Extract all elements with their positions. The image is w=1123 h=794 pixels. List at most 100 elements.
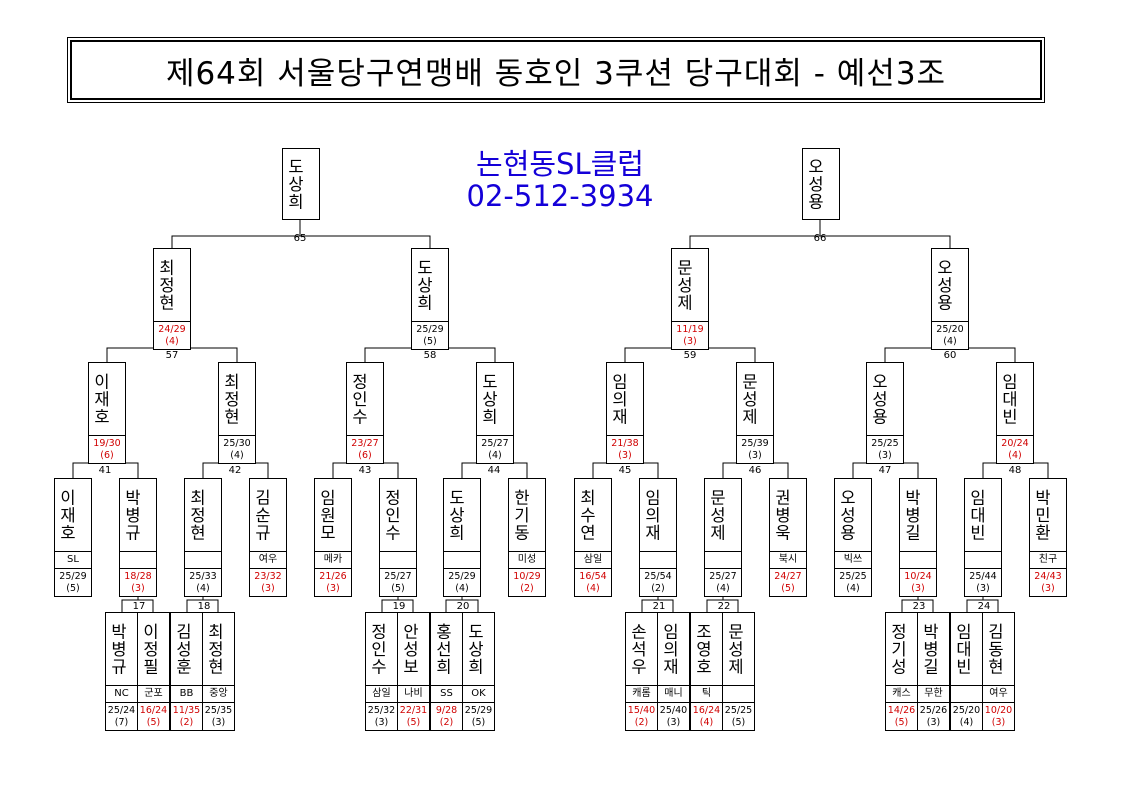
player-club xyxy=(900,551,936,568)
player-name: 박병길 xyxy=(920,622,939,676)
match-number: 19 xyxy=(392,601,406,612)
player-score: 25/32(3) xyxy=(366,702,397,730)
match-number: 42 xyxy=(228,465,242,476)
player-name: 문성제 xyxy=(739,372,758,426)
player-name: 도상희 xyxy=(465,622,484,676)
player-club: 미성 xyxy=(509,551,545,568)
player-club: NC xyxy=(106,685,137,702)
player-club: 캐스 xyxy=(886,685,917,702)
player-card: 홍선희 SS 9/28(2) xyxy=(430,612,463,731)
player-name: 최정현 xyxy=(221,372,240,426)
player-card: 조영호 틱 16/24(4) xyxy=(690,612,723,731)
player-name: 권병욱 xyxy=(772,488,791,542)
player-name: 김성훈 xyxy=(173,622,192,676)
player-club: 나비 xyxy=(398,685,429,702)
player-club: 캐롬 xyxy=(626,685,657,702)
player-score: 25/30(4) xyxy=(219,435,255,463)
winner-card-right: 오성용 xyxy=(802,148,840,220)
player-name: 안성보 xyxy=(400,622,419,676)
player-card: 오성용 25/25(3) xyxy=(866,362,904,464)
player-name: 정인수 xyxy=(349,372,368,426)
player-score: 19/30(6) xyxy=(89,435,125,463)
player-score: 14/26(5) xyxy=(886,702,917,730)
player-name: 오성용 xyxy=(869,372,888,426)
player-score: 11/19(3) xyxy=(672,321,708,349)
player-club: 매니 xyxy=(658,685,689,702)
match-number: 57 xyxy=(165,350,179,361)
player-card: 문성제 11/19(3) xyxy=(671,248,709,350)
player-club: 친구 xyxy=(1030,551,1066,568)
player-card: 이재호 SL 25/29(5) xyxy=(54,478,92,597)
player-name: 홍선희 xyxy=(433,622,452,676)
player-score: 24/27(5) xyxy=(770,568,806,596)
player-name: 최정현 xyxy=(156,258,175,312)
player-card: 임대빈 25/44(3) xyxy=(964,478,1002,597)
player-card: 최정현 25/30(4) xyxy=(218,362,256,464)
player-card: 한기동 미성 10/29(2) xyxy=(508,478,546,597)
player-name: 도상희 xyxy=(414,258,433,312)
match-number: 60 xyxy=(943,350,957,361)
player-score: 25/35(3) xyxy=(203,702,234,730)
player-name: 이정필 xyxy=(140,622,159,676)
player-score: 25/24(7) xyxy=(106,702,137,730)
player-score: 25/33(4) xyxy=(185,568,221,596)
player-club: 무한 xyxy=(918,685,949,702)
player-club xyxy=(185,551,221,568)
player-card: 정기성 캐스 14/26(5) xyxy=(885,612,918,731)
player-score: 18/28(3) xyxy=(120,568,156,596)
player-name: 정인수 xyxy=(382,488,401,542)
player-score: 10/20(3) xyxy=(983,702,1014,730)
player-card: 최정현 24/29(4) xyxy=(153,248,191,350)
player-score: 23/32(3) xyxy=(250,568,286,596)
player-card: 최정현 중앙 25/35(3) xyxy=(202,612,235,731)
player-score: 10/29(2) xyxy=(509,568,545,596)
player-club xyxy=(640,551,676,568)
player-card: 정인수 삼일 25/32(3) xyxy=(365,612,398,731)
player-score: 25/44(3) xyxy=(965,568,1001,596)
player-name: 최수연 xyxy=(577,488,596,542)
player-card: 도상희 25/27(4) xyxy=(476,362,514,464)
player-card: 문성제 25/39(3) xyxy=(736,362,774,464)
player-card: 박병규 18/28(3) xyxy=(119,478,157,597)
player-club: 메카 xyxy=(315,551,351,568)
player-club xyxy=(444,551,480,568)
match-number: 65 xyxy=(293,233,307,244)
player-name: 임의재 xyxy=(660,622,679,676)
player-club xyxy=(120,551,156,568)
player-card: 도상희 OK 25/29(5) xyxy=(462,612,495,731)
match-number: 47 xyxy=(878,465,892,476)
player-name: 한기동 xyxy=(511,488,530,542)
player-score: 25/25(4) xyxy=(835,568,871,596)
player-card: 최수연 삼일 16/54(4) xyxy=(574,478,612,597)
player-name: 이재호 xyxy=(91,372,110,426)
match-number: 17 xyxy=(132,601,146,612)
player-score: 25/20(4) xyxy=(932,321,968,349)
player-score: 25/25(3) xyxy=(867,435,903,463)
player-name: 도상희 xyxy=(479,372,498,426)
player-score: 21/38(3) xyxy=(607,435,643,463)
player-club: BB xyxy=(171,685,202,702)
player-club: 여우 xyxy=(983,685,1014,702)
match-number: 58 xyxy=(423,350,437,361)
player-club: SL xyxy=(55,551,91,568)
player-card: 손석우 캐롬 15/40(2) xyxy=(625,612,658,731)
match-number: 21 xyxy=(652,601,666,612)
player-card: 임의재 21/38(3) xyxy=(606,362,644,464)
match-number: 24 xyxy=(977,601,991,612)
player-score: 25/29(4) xyxy=(444,568,480,596)
player-score: 11/35(2) xyxy=(171,702,202,730)
match-number: 48 xyxy=(1008,465,1022,476)
player-club xyxy=(951,685,982,702)
player-name: 문성제 xyxy=(674,258,693,312)
match-number: 44 xyxy=(487,465,501,476)
player-name: 문성제 xyxy=(725,622,744,676)
player-score: 16/24(5) xyxy=(138,702,169,730)
page-title: 제64회 서울당구연맹배 동호인 3쿠션 당구대회 - 예선3조 xyxy=(67,37,1045,103)
player-score: 25/27(5) xyxy=(380,568,416,596)
player-score: 10/24(3) xyxy=(900,568,936,596)
player-name: 정인수 xyxy=(368,622,387,676)
match-number: 46 xyxy=(748,465,762,476)
player-card: 박병길 무한 25/26(3) xyxy=(917,612,950,731)
player-name: 정기성 xyxy=(888,622,907,676)
player-name: 최정현 xyxy=(205,622,224,676)
